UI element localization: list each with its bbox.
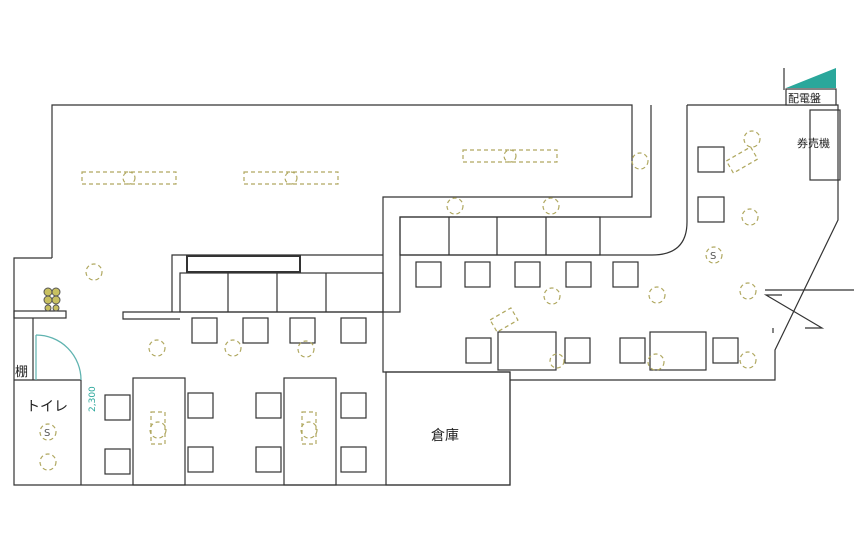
tables-chairs <box>104 146 739 486</box>
plant-icon <box>43 287 61 312</box>
storage-label: 倉庫 <box>431 427 459 444</box>
storage-room <box>385 371 511 486</box>
toilet-area <box>13 287 82 485</box>
panel-label: 配電盤 <box>788 92 821 105</box>
entrance-stairs <box>763 289 854 333</box>
walls <box>13 104 839 486</box>
booths <box>179 216 601 313</box>
door-width-label: 2,300 <box>88 386 98 412</box>
sink-label: S <box>710 251 716 262</box>
toilet-label: トイレ <box>26 399 68 415</box>
panel <box>783 68 841 181</box>
panel-icon <box>786 68 836 88</box>
sink-label: S <box>44 428 50 439</box>
ticket-machine <box>809 109 841 181</box>
shelf-label: 棚 <box>15 365 28 380</box>
ticket-machine-label: 券売機 <box>797 136 830 150</box>
door-swing-icon <box>35 334 82 381</box>
